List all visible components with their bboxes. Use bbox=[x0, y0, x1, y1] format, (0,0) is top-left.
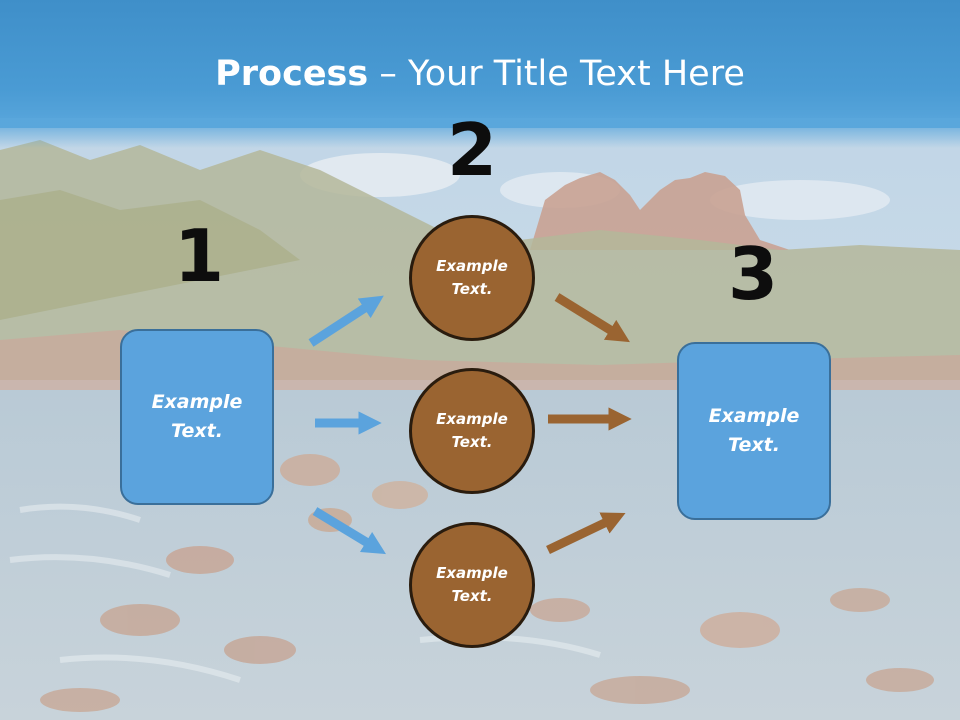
circle-bottom-line1: Example bbox=[436, 564, 508, 582]
title-band bbox=[0, 0, 960, 128]
circle-top-line1: Example bbox=[436, 257, 508, 275]
step-3-box-line2: Text. bbox=[728, 434, 780, 456]
circle-middle-line2: Text. bbox=[451, 433, 493, 451]
circle-bottom-line2: Text. bbox=[451, 587, 493, 605]
title-band-fade bbox=[0, 118, 960, 148]
slide-title: Process – Your Title Text Here bbox=[0, 52, 960, 96]
step-1-box-line2: Text. bbox=[171, 420, 223, 442]
step-number-1: 1 bbox=[173, 214, 225, 298]
circle-top-line2: Text. bbox=[451, 280, 493, 298]
step-number-3: 3 bbox=[727, 232, 779, 316]
step-2-circle-top: Example Text. bbox=[409, 215, 535, 341]
slide-title-bold: Process bbox=[215, 54, 369, 94]
circle-middle-line1: Example bbox=[436, 410, 508, 428]
step-2-circle-middle: Example Text. bbox=[409, 368, 535, 494]
step-1-box: Example Text. bbox=[120, 329, 274, 505]
step-3-box: Example Text. bbox=[677, 342, 831, 520]
step-3-box-line1: Example bbox=[708, 405, 800, 427]
step-1-box-line1: Example bbox=[151, 391, 243, 413]
step-2-circle-bottom: Example Text. bbox=[409, 522, 535, 648]
slide-title-rest: – Your Title Text Here bbox=[368, 54, 745, 94]
step-number-2: 2 bbox=[446, 108, 498, 192]
